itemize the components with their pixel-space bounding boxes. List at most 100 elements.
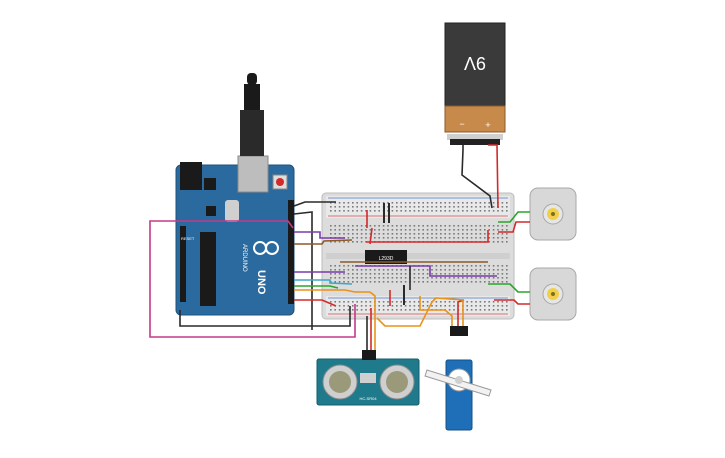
breadboard-hole	[396, 233, 398, 235]
battery-voltage-label: 9V	[464, 53, 486, 73]
breadboard-hole	[435, 202, 438, 204]
breadboard-hole	[506, 237, 508, 239]
breadboard-hole	[352, 202, 354, 204]
breadboard-hole	[334, 210, 336, 212]
breadboard-hole	[391, 237, 394, 239]
reset-button[interactable]	[276, 178, 284, 186]
breadboard-hole	[462, 225, 464, 227]
breadboard-hole	[387, 277, 389, 279]
capacitor-top[interactable]	[383, 203, 390, 223]
breadboard-hole	[492, 309, 495, 311]
breadboard[interactable]	[321, 192, 515, 320]
breadboard-hole	[365, 206, 367, 208]
breadboard-hole	[466, 265, 468, 267]
breadboard-hole	[444, 233, 446, 235]
breadboard-hole	[479, 309, 482, 311]
breadboard-hole	[492, 229, 495, 231]
breadboard-hole	[484, 281, 486, 283]
breadboard-hole	[457, 237, 460, 239]
breadboard-hole	[479, 229, 482, 231]
breadboard-hole	[356, 210, 358, 212]
breadboard-hole	[466, 237, 468, 239]
breadboard-hole	[396, 301, 398, 303]
breadboard-hole	[374, 273, 376, 275]
breadboard-hole	[501, 241, 504, 243]
breadboard-hole	[453, 225, 455, 227]
breadboard-hole	[440, 233, 442, 235]
breadboard-hole	[404, 273, 407, 275]
breadboard-hole	[422, 301, 424, 303]
battery-9v[interactable]: 9V − +	[444, 22, 506, 145]
breadboard-hole	[435, 229, 438, 231]
breadboard-hole	[352, 225, 354, 227]
breadboard-hole	[497, 237, 499, 239]
breadboard-hole	[387, 233, 389, 235]
breadboard-hole	[369, 269, 372, 271]
breadboard-hole	[488, 265, 490, 267]
breadboard-hole	[391, 206, 394, 208]
breadboard-hole	[400, 210, 402, 212]
dc-motor-top[interactable]	[529, 187, 577, 241]
breadboard-hole	[378, 305, 380, 307]
breadboard-hole	[400, 309, 402, 311]
breadboard-hole	[501, 225, 504, 227]
breadboard-hole	[378, 281, 380, 283]
breadboard-hole	[352, 269, 354, 271]
breadboard-hole	[453, 273, 455, 275]
breadboard-hole	[426, 229, 429, 231]
breadboard-hole	[484, 229, 486, 231]
breadboard-hole	[396, 309, 398, 311]
breadboard-hole	[457, 277, 460, 279]
arduino-uno[interactable]: ARDUINO UNO RESET	[175, 155, 295, 316]
breadboard-hole	[374, 237, 376, 239]
breadboard-hole	[365, 273, 367, 275]
breadboard-hole	[356, 281, 358, 283]
breadboard-hole	[400, 281, 402, 283]
breadboard-hole	[435, 265, 438, 267]
breadboard-hole	[360, 309, 363, 311]
breadboard-hole	[343, 265, 345, 267]
breadboard-hole	[343, 269, 345, 271]
breadboard-hole	[506, 241, 508, 243]
breadboard-hole	[444, 281, 446, 283]
breadboard-hole	[470, 305, 473, 307]
ultrasonic-sensor[interactable]: HC-SR04	[316, 350, 420, 406]
breadboard-hole	[435, 237, 438, 239]
breadboard-hole	[453, 277, 455, 279]
breadboard-hole	[369, 277, 372, 279]
breadboard-hole	[453, 202, 455, 204]
breadboard-hole	[343, 241, 345, 243]
breadboard-hole	[431, 229, 433, 231]
breadboard-hole	[334, 241, 336, 243]
breadboard-hole	[330, 269, 332, 271]
breadboard-hole	[501, 301, 504, 303]
breadboard-hole	[492, 202, 495, 204]
breadboard-hole	[347, 206, 350, 208]
breadboard-hole	[347, 225, 350, 227]
breadboard-hole	[347, 281, 350, 283]
breadboard-hole	[382, 309, 385, 311]
breadboard-hole	[448, 265, 451, 267]
breadboard-hole	[488, 237, 490, 239]
driver-ic[interactable]: L293D	[365, 250, 407, 264]
breadboard-hole	[374, 281, 376, 283]
breadboard-hole	[462, 281, 464, 283]
breadboard-hole	[435, 206, 438, 208]
dc-motor-bottom[interactable]	[529, 267, 577, 321]
breadboard-hole	[343, 301, 345, 303]
breadboard-hole	[396, 281, 398, 283]
breadboard-hole	[396, 269, 398, 271]
breadboard-hole	[387, 269, 389, 271]
breadboard-hole	[492, 225, 495, 227]
servo-motor[interactable]	[424, 326, 492, 431]
breadboard-hole	[501, 237, 504, 239]
breadboard-hole	[422, 269, 424, 271]
breadboard-hole	[431, 277, 433, 279]
breadboard-hole	[475, 281, 477, 283]
breadboard-hole	[409, 229, 411, 231]
breadboard-hole	[382, 202, 385, 204]
breadboard-hole	[479, 265, 482, 267]
breadboard-hole	[378, 309, 380, 311]
breadboard-hole	[470, 233, 473, 235]
